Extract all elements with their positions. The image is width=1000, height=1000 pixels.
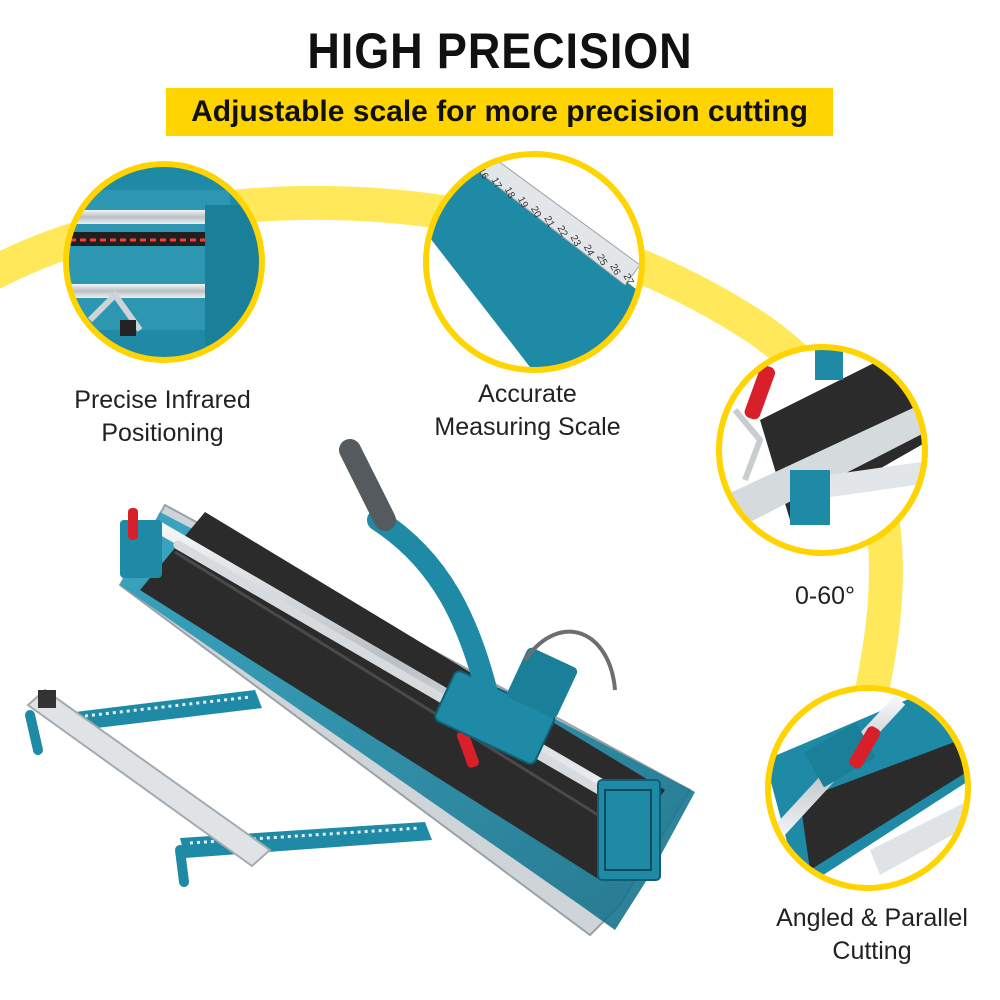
scale-number: 21 bbox=[541, 214, 556, 229]
scale-number: 26 bbox=[607, 262, 622, 277]
scale-number: 24 bbox=[581, 243, 596, 258]
lever-arm bbox=[367, 509, 501, 716]
subtitle-banner: Adjustable scale for more precision cutt… bbox=[166, 88, 833, 136]
extension-arm bbox=[75, 690, 262, 730]
caption-angle: 0-60° bbox=[794, 582, 856, 610]
scale-number: 22 bbox=[555, 224, 570, 239]
scale-number: 23 bbox=[568, 233, 583, 248]
caption-scale: Accurate Measuring Scale bbox=[400, 378, 655, 444]
caption-scale-line1: Accurate bbox=[478, 380, 577, 408]
scale-number: 18 bbox=[502, 185, 517, 200]
parallel-cutting-detail bbox=[765, 685, 971, 891]
angle-detail bbox=[716, 344, 928, 556]
scoring-carriage bbox=[434, 670, 556, 765]
caption-scale-line2: Measuring Scale bbox=[434, 413, 621, 441]
clamp-handle bbox=[456, 730, 480, 768]
scale-number: 27 bbox=[621, 272, 636, 287]
tile-cutter bbox=[25, 439, 695, 937]
clamp-handle bbox=[128, 508, 138, 540]
caption-infrared-line1: Precise Infrared bbox=[74, 386, 251, 414]
scale-number: 17 bbox=[489, 176, 504, 191]
caption-parallel-line2: Cutting bbox=[832, 937, 912, 965]
infrared-positioning-detail bbox=[63, 161, 265, 363]
scale-number: 25 bbox=[594, 253, 609, 268]
caption-infrared: Precise Infrared Positioning bbox=[40, 384, 285, 450]
page-title: HIGH PRECISION bbox=[307, 23, 693, 79]
scale-number: 19 bbox=[515, 195, 530, 210]
guide-rail-2 bbox=[173, 540, 635, 813]
subtitle-text: Adjustable scale for more precision cutt… bbox=[191, 95, 808, 128]
caption-parallel: Angled & Parallel Cutting bbox=[752, 902, 992, 968]
caption-infrared-line2: Positioning bbox=[101, 419, 224, 447]
caption-parallel-line1: Angled & Parallel bbox=[776, 904, 968, 932]
scale-number: 20 bbox=[528, 205, 543, 220]
